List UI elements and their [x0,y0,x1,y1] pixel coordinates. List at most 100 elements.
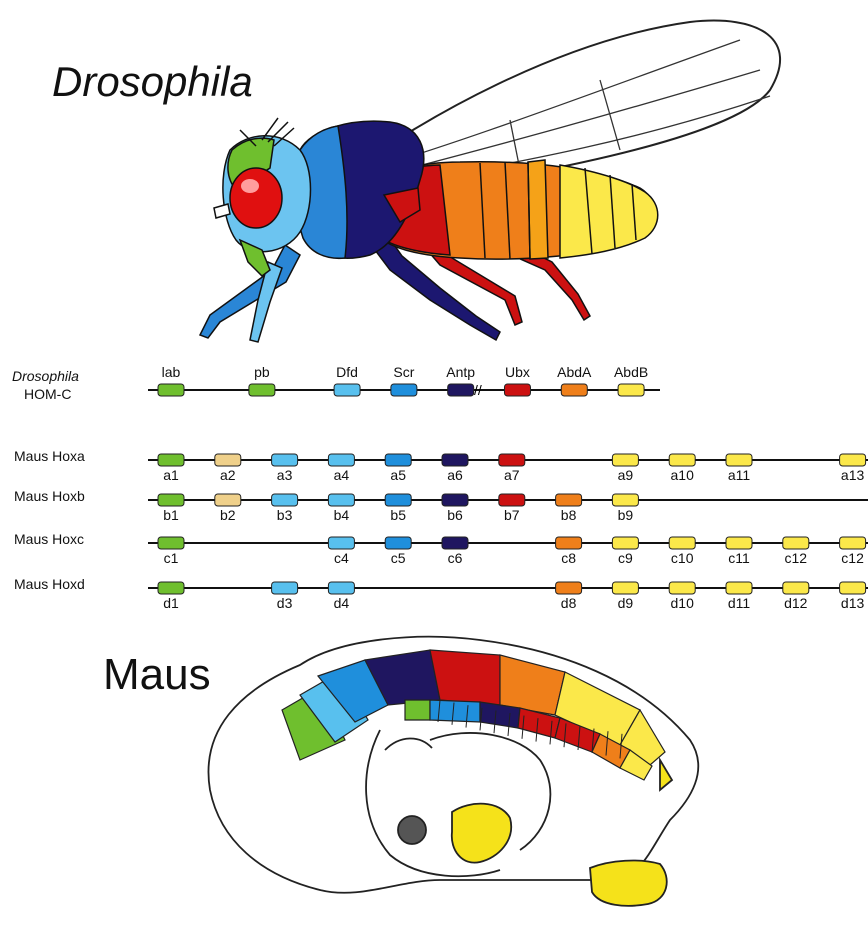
gene-label: b6 [447,507,463,523]
gene-label: d11 [728,595,751,611]
gene-label: b8 [561,507,577,523]
gene-label: d1 [163,595,179,611]
gene-box [783,582,809,594]
gene-label: c1 [164,550,179,566]
cluster-break-mark: // [474,382,482,398]
gene-label: Antp [446,364,475,380]
gene-box [158,537,184,549]
gene-box [561,384,587,396]
gene-label: b4 [334,507,350,523]
gene-label: b2 [220,507,236,523]
gene-label: c12 [841,550,864,566]
gene-label: a5 [390,467,406,483]
gene-label: a11 [728,467,751,483]
gene-box [504,384,530,396]
gene-label: Ubx [505,364,530,380]
gene-label: b3 [277,507,293,523]
gene-box [556,494,582,506]
gene-label: c10 [671,550,694,566]
gene-box [391,384,417,396]
gene-box [442,454,468,466]
gene-box [618,384,644,396]
gene-label: d9 [618,595,634,611]
gene-box [669,454,695,466]
gene-box [215,454,241,466]
gene-box [328,537,354,549]
gene-box [158,454,184,466]
gene-box [272,494,298,506]
gene-box [669,582,695,594]
gene-label: a2 [220,467,236,483]
gene-box [726,537,752,549]
gene-box [158,494,184,506]
gene-box [328,454,354,466]
gene-label: a10 [671,467,695,483]
gene-box [612,582,638,594]
gene-box [249,384,275,396]
gene-label: c12 [785,550,808,566]
gene-box [612,537,638,549]
gene-box [272,582,298,594]
gene-box [840,582,866,594]
gene-label: b1 [163,507,179,523]
gene-label: d10 [671,595,695,611]
gene-label: c5 [391,550,406,566]
gene-label: a6 [447,467,463,483]
gene-label: d13 [841,595,865,611]
gene-box [334,384,360,396]
gene-box [669,537,695,549]
gene-label: d12 [784,595,808,611]
gene-label: lab [162,364,181,380]
gene-label: b9 [618,507,634,523]
gene-label: c11 [728,550,750,566]
gene-box [726,582,752,594]
gene-box [556,582,582,594]
gene-label: a9 [618,467,634,483]
gene-label: b7 [504,507,520,523]
gene-box [556,537,582,549]
gene-box [448,384,474,396]
gene-label: Dfd [336,364,358,380]
gene-label: c8 [561,550,576,566]
gene-box [442,537,468,549]
gene-label: a4 [334,467,350,483]
gene-box [385,454,411,466]
gene-box [840,537,866,549]
gene-box [783,537,809,549]
gene-box [272,454,298,466]
gene-box [612,454,638,466]
gene-label: a3 [277,467,293,483]
gene-box [158,384,184,396]
gene-box [840,454,866,466]
cluster-name: Maus Hoxd [14,576,85,592]
gene-label: Scr [393,364,414,380]
gene-label: a7 [504,467,520,483]
gene-box [726,454,752,466]
gene-label: c9 [618,550,633,566]
gene-label: a1 [163,467,179,483]
gene-box [385,494,411,506]
gene-box [328,494,354,506]
gene-box [158,582,184,594]
gene-label: d3 [277,595,293,611]
cluster-name: Maus Hoxb [14,488,85,504]
gene-box [499,454,525,466]
gene-label: pb [254,364,270,380]
gene-box [215,494,241,506]
gene-box [499,494,525,506]
cluster-name: Maus Hoxc [14,531,84,547]
gene-label: d4 [334,595,350,611]
gene-label: b5 [390,507,406,523]
gene-label: AbdA [557,364,592,380]
gene-box [385,537,411,549]
gene-label: d8 [561,595,577,611]
gene-box [612,494,638,506]
gene-label: c4 [334,550,349,566]
gene-box [442,494,468,506]
cluster-name: Maus Hoxa [14,448,85,464]
gene-label: AbdB [614,364,648,380]
gene-label: a13 [841,467,865,483]
gene-box [328,582,354,594]
